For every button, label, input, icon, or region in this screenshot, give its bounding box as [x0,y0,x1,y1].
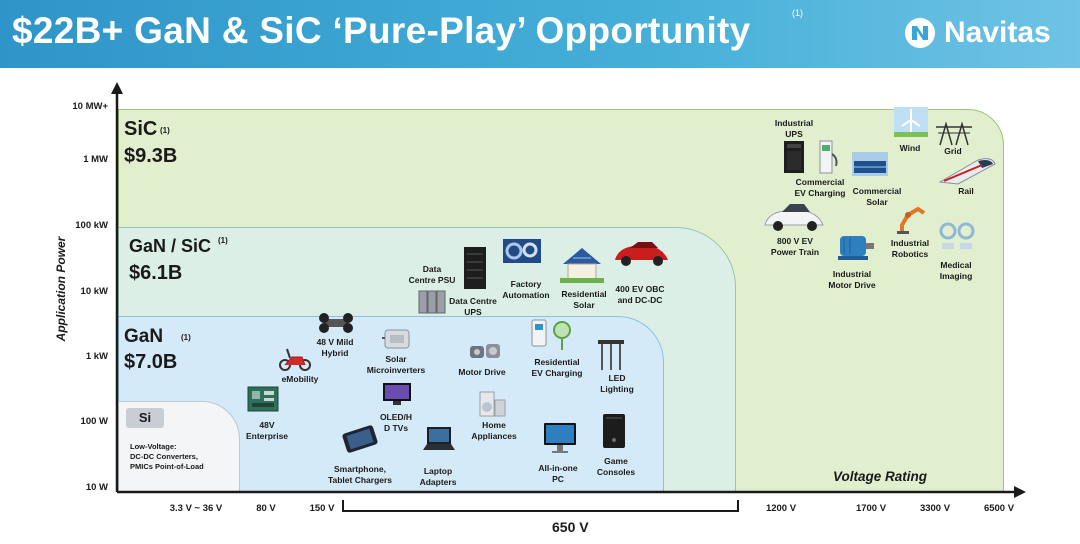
y-tick: 10 MW+ [72,101,108,112]
y-tick: 1 kW [85,351,108,362]
x-tick: 3.3 V ~ 36 V [169,503,223,514]
server-rack-icon [464,247,486,289]
electric-car-icon [764,204,824,231]
appliance-icon [479,391,506,417]
650v-bracket [342,500,739,512]
navitas-logo: Navitas [904,15,1051,51]
app-wind: Wind [899,143,921,153]
x-axis-label: Voltage Rating [833,469,928,484]
app-smartphone-chargers: Smartphone,Tablet Chargers [327,464,393,485]
all-in-one-pc-icon [544,423,576,453]
sic-label: SiC [124,118,158,140]
si-label: Si [126,408,164,428]
led-lighting-icon [598,340,624,370]
medical-imaging-icon [939,222,975,249]
gan-sic-label: GaN / SiC [129,236,212,256]
gan-sic-footnote: (1) [218,236,228,245]
microinverter-icon [382,329,410,349]
page-title: $22B+ GaN & SiC ‘Pure-Play’ Opportunity [12,10,751,51]
app-motor-drive: Motor Drive [458,367,506,377]
grid-tower-icon [936,121,972,146]
y-axis-arrow [111,82,123,94]
game-console-icon [603,414,625,448]
chassis-icon [319,313,353,333]
app-rail: Rail [958,186,974,196]
industrial-motor-icon [838,236,874,260]
y-tick: 100 W [80,416,108,427]
industrial-ups-icon [784,141,804,173]
wind-turbine-icon [894,107,928,137]
ev-car-icon [615,242,668,266]
y-tick: 10 W [85,482,108,493]
title-banner: $22B+ GaN & SiC ‘Pure-Play’ Opportunity … [0,0,1080,68]
gan-footnote: (1) [181,333,191,342]
motor-icon [470,344,500,358]
tv-icon [383,383,411,405]
scooter-icon [279,348,311,371]
gan-value: $7.0B [124,351,178,373]
robot-arm-icon [897,206,926,234]
x-tick: 3300 V [919,503,951,514]
app-emobility: eMobility [281,374,319,384]
residential-solar-icon [560,248,604,283]
navitas-logo-icon [905,18,935,48]
laptop-icon [423,427,455,450]
x-tick: 1200 V [765,503,797,514]
commercial-ev-charger-icon [819,140,838,174]
gan-sic-value: $6.1B [129,262,183,284]
commercial-solar-icon [852,152,888,176]
automation-gears-icon [503,239,541,263]
650v-label: 650 V [552,519,589,535]
logo-text: Navitas [944,16,1051,49]
ups-rack-icon [418,290,446,314]
title-footnote: (1) [792,8,803,18]
gan-label: GaN [124,326,164,347]
x-tick: 1700 V [855,503,887,514]
smartphone-icon [342,425,378,453]
x-tick: 6500 V [983,503,1015,514]
sic-value: $9.3B [124,145,178,167]
app-grid: Grid [944,146,962,156]
y-tick: 10 kW [80,286,108,297]
x-tick: 150 V [309,503,335,514]
si-note: Low-Voltage: DC-DC Converters, PMICs Poi… [130,442,204,471]
server-board-icon [247,386,279,412]
x-axis-arrow [1014,486,1026,498]
y-tick: 100 kW [75,220,108,231]
ev-charger-icon [531,319,571,350]
train-icon [938,158,996,185]
x-tick: 80 V [256,503,276,514]
y-tick: 1 MW [83,154,108,165]
sic-footnote: (1) [160,126,170,135]
